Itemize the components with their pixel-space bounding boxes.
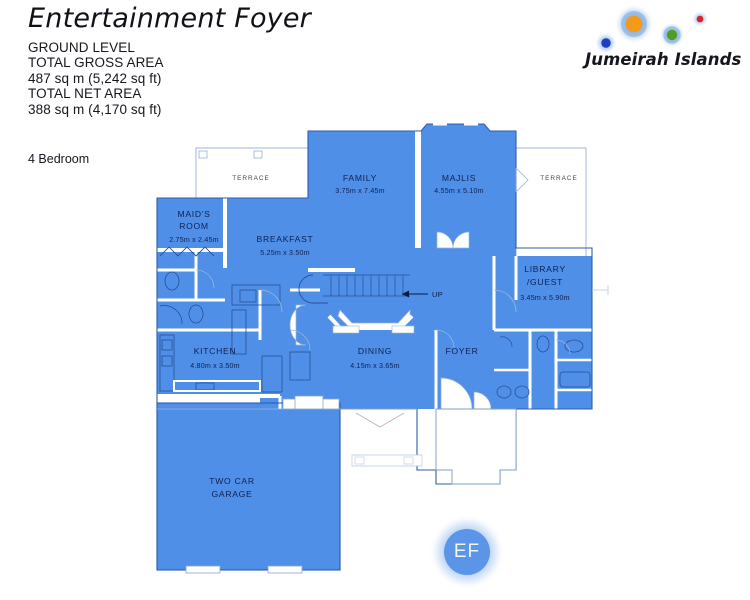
majlis-room-label: MAJLIS: [442, 173, 476, 183]
pantry-fixtures: [231, 284, 281, 355]
bedroom-count-label: 4 Bedroom: [28, 152, 90, 166]
guest-bath-fixtures: [496, 335, 591, 399]
room-labels: FAMILY 3.75m x 7.45m MAJLIS 4.55m x 5.10…: [169, 173, 578, 499]
garage-openings: [185, 395, 340, 574]
breakfast-room-label: BREAKFAST: [257, 234, 314, 244]
green-circle-icon: [666, 29, 678, 41]
brand-logo: Jumeirah Islands: [580, 2, 742, 84]
terrace-right-label: TERRACE: [540, 175, 578, 182]
dining-room-dim: 4.15m x 3.65m: [350, 362, 400, 370]
blue-circle-icon: [601, 38, 611, 48]
maids-room-label: MAID'S: [177, 209, 210, 219]
terrace-right: [515, 147, 587, 271]
maids-room-label-2: ROOM: [179, 221, 209, 231]
entry-porch: [351, 408, 517, 485]
breakfast-room-dim: 5.25m x 3.50m: [260, 249, 310, 257]
understair-feature: [289, 304, 307, 346]
front-steps: [355, 412, 405, 428]
garage-label: TWO CAR: [209, 476, 254, 486]
maids-room-dim: 2.75m x 2.45m: [169, 236, 219, 244]
garage-fill: [157, 403, 340, 570]
logo-marks-icon: [595, 4, 708, 54]
majlis-room-dim: 4.55m x 5.10m: [434, 187, 484, 195]
terrace-left-label: TERRACE: [232, 175, 270, 182]
gross-area-value: 487 sq m (5,242 sq ft): [28, 70, 162, 86]
right-wing-lines: [592, 285, 609, 295]
plan-header: Entertainment Foyer GROUND LEVEL TOTAL G…: [28, 4, 388, 117]
family-room-fill: [308, 131, 417, 270]
badge-code-text: EF: [453, 541, 481, 562]
kitchen-room-dim: 4.80m x 3.50m: [190, 362, 240, 370]
maid-bath-fixtures: [159, 246, 215, 325]
terrace-right-door: [515, 167, 529, 193]
red-circle-icon: [696, 15, 704, 23]
family-room-dim: 3.75m x 7.45m: [335, 187, 385, 195]
gross-area-label: TOTAL GROSS AREA: [28, 55, 164, 71]
staircase: [298, 274, 428, 334]
garage-label-2: GARAGE: [212, 489, 253, 499]
dining-foyer-fill: [417, 248, 516, 409]
dining-room-label: DINING: [358, 346, 392, 356]
interior-walls: [157, 131, 592, 409]
page-title: Entertainment Foyer: [28, 3, 311, 34]
majlis-double-door: [436, 231, 470, 249]
kitchen-room-label: KITCHEN: [194, 346, 237, 356]
orange-circle-icon: [625, 15, 643, 33]
net-area-value: 388 sq m (4,170 sq ft): [28, 101, 162, 117]
logo-wordmark: Jumeirah Islands: [585, 50, 742, 69]
kitchen-island: [173, 380, 261, 392]
net-area-label: TOTAL NET AREA: [28, 86, 142, 102]
badge-disc: [444, 529, 490, 575]
badge-circle-icon: [429, 514, 505, 590]
library-guest-label-2: /GUEST: [527, 277, 563, 287]
family-room-label: FAMILY: [343, 173, 377, 183]
majlis-room-fill: [421, 124, 516, 248]
plan-code-badge: EF: [425, 510, 509, 594]
foyer-room-label: FOYER: [445, 346, 478, 356]
library-guest-label: LIBRARY: [524, 264, 566, 274]
level-label: GROUND LEVEL: [28, 39, 135, 55]
stair-direction-label: UP: [432, 290, 443, 299]
door-swings: [195, 269, 571, 355]
library-guest-dim: 3.45m x 5.90m: [520, 294, 570, 302]
